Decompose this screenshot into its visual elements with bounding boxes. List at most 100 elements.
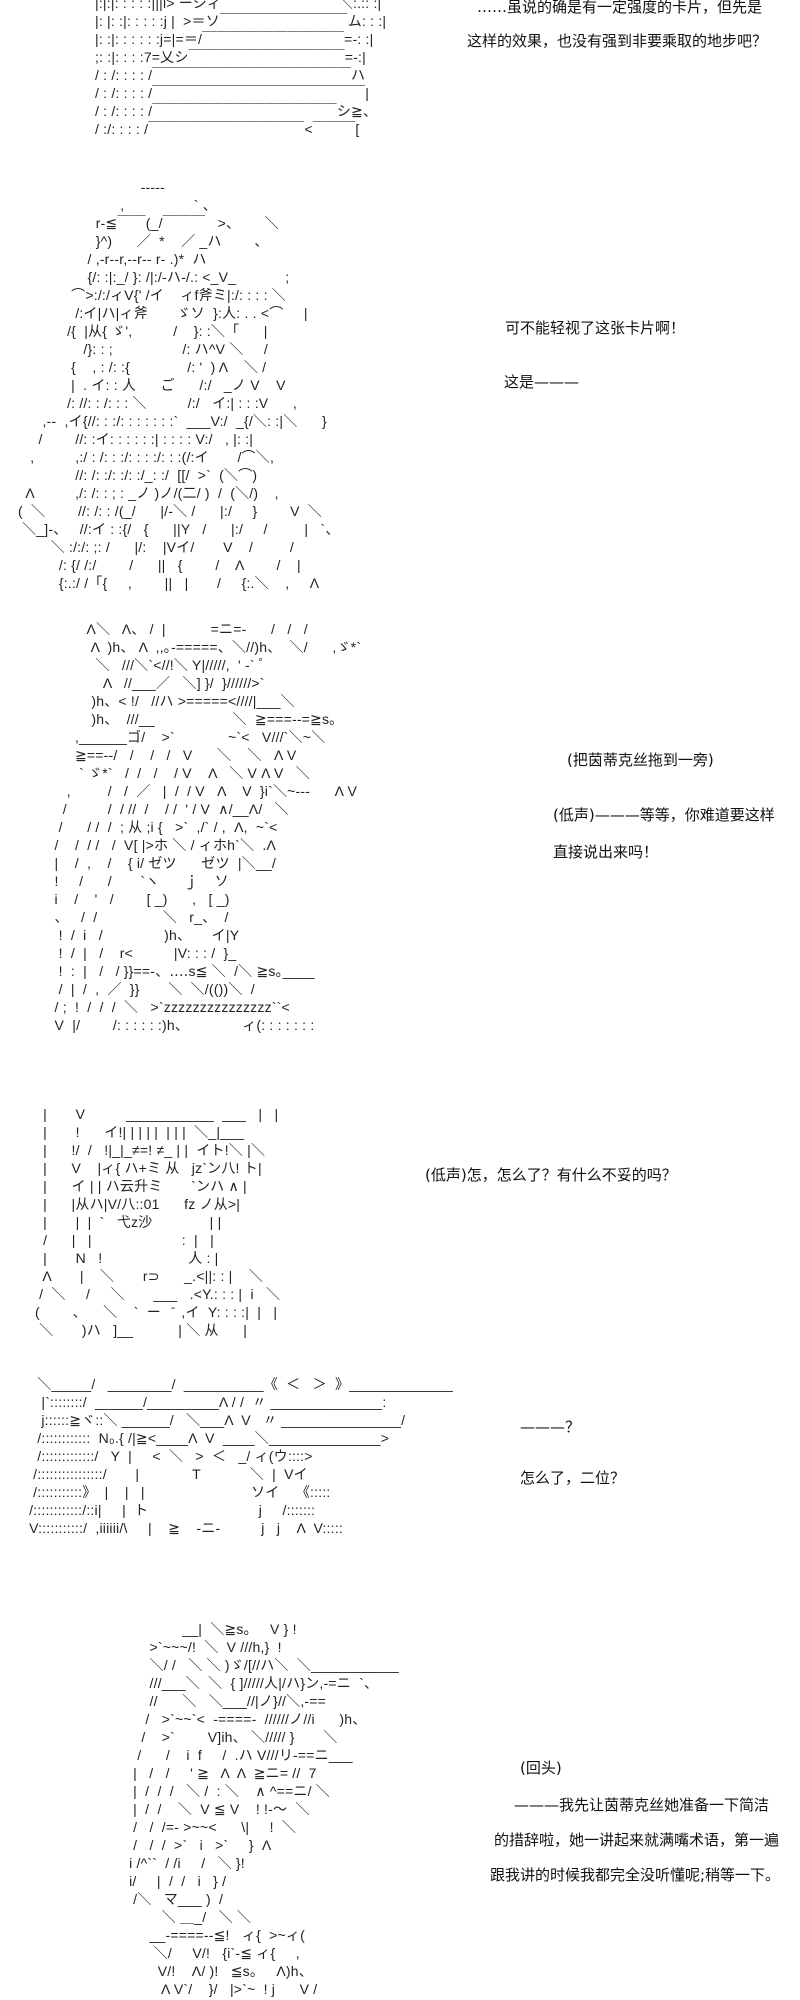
ascii-art-character-turn: __| ＼≧s。 V } ! >`~~~/! ＼ V ///h,} ! ＼/ /… <box>80 1620 399 1998</box>
art-line: i/ | / / i } / <box>80 1873 227 1889</box>
dialogue-line: (低声)怎，怎么了？有什么不妥的吗？ <box>425 1166 677 1184</box>
art-line: ＼_]-、 //:イ : :{/ { ||Y / |:/ / | `、 <box>18 521 340 537</box>
art-line: /:::::::::::》 | | | ソイ 《::::: <box>25 1484 331 1500</box>
art-line: / | / , ／ }} ＼ ＼/(())＼ / <box>30 981 255 997</box>
art-line: >`~~~/! ＼ V ///h,} ! <box>80 1639 282 1655</box>
art-line: / >`~~`< -====- //////ノ//i )h、 <box>80 1711 367 1727</box>
art-line: , ` 、 <box>18 197 218 213</box>
dialogue-line: 跟我讲的时候我都完全没听懂呢;稍等一下。 <box>490 1866 781 1884</box>
art-line: __| ＼≧s。 V } ! <box>80 1621 297 1637</box>
art-line: Λ ,/: /: : ; : _ノ )ノ/(二/ ) / (＼/) , <box>18 485 279 501</box>
art-line: / ,-r--r,--r-- r- .)* ハ <box>18 251 207 267</box>
art-line: V |/ /: : : : : :)h、 ィ(: : : : : : : <box>30 1017 315 1033</box>
art-line: / / / >` i >` } Λ <box>80 1837 272 1853</box>
stage-direction: (回头) <box>520 1759 562 1777</box>
art-line: | / / / ＼ / : ＼ ∧ ^==ニ/ ＼ <box>80 1783 331 1799</box>
art-line: {:.:/ /「{ , || | / {:.＼ , Λ <box>18 575 320 591</box>
art-line: Λ＼ Λ、 / | =ニ=- / / / <box>30 621 308 637</box>
art-line: //: /: :/: :/: :/_: :/ [[/ >` (＼⌒) <box>18 467 258 483</box>
art-line: __-====--≦! ィ{ >~ィ( <box>80 1927 305 1943</box>
art-line: /:::::::::::::/ Y | < ＼ > ＜ _/ ィ(ウ::::> <box>25 1448 313 1464</box>
art-line: ,______ゴ/ >` ~`< V///`＼~＼ <box>30 729 326 745</box>
art-line: / : /: : : : /￣￣￣￣￣￣￣￣￣￣￣￣￣シ≧、 <box>95 103 378 119</box>
art-line: / / / / / V[ |>ホ ＼ / ィホh`＼ .Λ <box>30 837 277 853</box>
art-line: | イ | | ハ云升ミ `ンハ ∧ | <box>35 1178 247 1194</box>
art-line: | !/ / !|_|_≠=! ≠_ | | イト!＼ |＼ <box>35 1142 266 1158</box>
art-line: /: //: : /: : : ＼ /:/ イ:| : : :V , <box>18 395 297 411</box>
art-line: / : /: : : : /￣￣￣￣￣￣￣￣￣￣￣￣￣￣ハ <box>95 67 366 83</box>
art-line: ! : | / / }}==-、‥‥s≦ ＼ /＼ ≧s｡____ <box>30 963 315 979</box>
ascii-art-character-dragging: Λ＼ Λ、 / | =ニ=- / / / Λ )h、 Λ ,,｡-=====、＼… <box>30 620 361 1034</box>
art-line: /{ |从{ ゞ', / }: :＼「 | <box>18 323 268 339</box>
art-line: / / /=- >~~< \| ! ＼ <box>80 1819 297 1835</box>
art-line: | |从ハ|V/八::01 fz ノ从>| <box>35 1196 241 1212</box>
art-line: }^) ／ * ／ _ハ 、 <box>18 233 269 249</box>
art-line: ＼/ V/! {i`-≦ ィ{ , <box>80 1945 300 1961</box>
art-line: / | | : | | <box>35 1232 214 1248</box>
dialogue-line: 这样的效果，也没有强到非要乘取的地步吧？ <box>467 32 768 50</box>
dialogue-line: (低声)———等等，你难道要这样 <box>553 806 775 824</box>
dialogue-line: 直接说出来吗！ <box>553 843 659 861</box>
dialogue-line: 这是——— <box>504 373 580 391</box>
art-line: | V ___________ ___ | | <box>35 1106 279 1122</box>
art-line: i /^`` / /i / ＼ }! <box>80 1855 245 1871</box>
art-line: ＼/ / ＼ ＼ )ゞ/[//ハ＼ ＼___________ <box>80 1657 399 1673</box>
art-line: /: {/ /:/ / || { / Λ / | <box>18 557 301 573</box>
art-line: ＼ :/:/: ;: / |/: |Vイ/ V / / <box>18 539 294 555</box>
art-line: ( ＼ //: /: : /(_/ |/-＼ / |:/ } V ＼ <box>18 503 323 519</box>
art-line: |:|:|: : : : :|||l> ーシィ￣￣￣￣￣￣￣￣ ＼:.:: :| <box>95 0 382 11</box>
art-line: ≧==--/ / / / V ＼ ＼ Λ V <box>30 747 297 763</box>
art-line: | . イ: : 人 ご /:/ _ノ V V <box>18 377 286 393</box>
dialogue-line: ———我先让茵蒂克丝她准备一下简洁 <box>514 1796 770 1814</box>
art-line: | / / ' ≧ Λ Λ ≧ニ= // 7 <box>80 1765 317 1781</box>
art-line: /::::::::::::::::/ | T ＼ | Vイ <box>25 1466 308 1482</box>
art-line: ＼ )ハ ]__ | ＼ 从 | <box>35 1322 248 1338</box>
art-line: / ; ! / / / ＼ >`zzzzzzzzzzzzzzz``< <box>30 999 290 1015</box>
art-line: |`::::::::/ ______/_________Λ / / 〃 ____… <box>25 1394 387 1410</box>
art-line: ` ゞ*` / / / / V Λ ＼ V Λ V ＼ <box>30 765 310 781</box>
art-line: /::::::::::::/::i| | ト j /::::::: <box>25 1502 316 1518</box>
art-line: |: |: :|: : : : :j | >＝ソ￣￣￣￣￣￣￣￣￣ム: : :| <box>95 13 387 29</box>
art-line: / / / // / / / ' / V ∧/__Λ/ ＼ <box>30 801 289 817</box>
art-line: i / ' / [ _) , [ _) <box>30 891 230 907</box>
art-line: ＼ ///＼`<//!＼ Y|/////, ' -` ﾟ <box>30 657 266 673</box>
art-line: ,-- ,イ{//: : :/: : : : : : :` ___V:/ _{/… <box>18 413 327 429</box>
art-line: /:イ|ハ|ィ斧 ゞソ }:人: . . <⌒ | <box>18 305 308 321</box>
ascii-art-stairs: |:|:|: : : : :|||l> ーシィ￣￣￣￣￣￣￣￣ ＼:.:: :|… <box>95 0 386 138</box>
art-line: / ＼ / ＼ ___ .<Y.: : : | i ＼ <box>35 1286 281 1302</box>
art-line: ! / | / r< |V: : : / }_ <box>30 945 237 961</box>
art-line: / : /: : : : /￣￣￣￣￣￣￣￣￣￣￣￣￣￣￣| <box>95 85 370 101</box>
art-line: // ＼ ＼___//|ノ}//＼,-== <box>80 1693 327 1709</box>
art-line: / / i f / .ハ V///リ-==ニ___ <box>80 1747 353 1763</box>
art-line: /}: : ; /: ハ^V ＼ / <box>18 341 268 357</box>
art-line: , / / ／ | / / V Λ V }i`＼~--- Λ V <box>30 783 358 799</box>
art-line: r-≦￣￣(_/￣￣￣ >、 ＼ <box>18 215 279 231</box>
art-line: / / / / ; 从 ;i { >` ,/` / , Λ, ~`< <box>30 819 278 835</box>
art-line: V:::::::::::/ ,iiiiii/\ | ≧ -ニ- j j Λ V:… <box>25 1520 343 1536</box>
art-line: ＼ ＿_/ ＼ ＼ <box>80 1909 252 1925</box>
art-line: |: :|: : : : : :j=|=＝/￣￣￣￣￣￣￣￣￣￣=-: :| <box>95 31 374 47</box>
ascii-art-character-card: ----- , ` 、 r-≦￣￣(_/￣￣￣ >、 ＼ }^) ／ * ／ _… <box>18 178 340 592</box>
art-line: 、 / / ＼ r_、 / <box>30 909 229 925</box>
art-line: {/: :|:_/ }: /|:/-ハ-/.: <_V_ ; <box>18 269 290 285</box>
art-line: / :/: : : : /￣￣￣￣￣￣￣￣￣￣￣<￣￣￣[ <box>95 121 360 137</box>
art-line: )h、 ///__ ＼ ≧===--=≧s｡ <box>30 711 337 727</box>
dialogue-line: 怎么了，二位？ <box>520 1469 626 1487</box>
art-line: , ,:/ : /: : :/: : : :/: : :(/:イ /⌒＼, <box>18 449 275 465</box>
art-line: V/! Λ/ )! ≦s。 Λ)h、 <box>80 1963 313 1979</box>
art-line: ///___＼ ＼ { ]/////人|/ハ}ン,-=ニ `、 <box>80 1675 379 1691</box>
art-line: | | | ` 弋z沙 | | <box>35 1214 222 1230</box>
art-line: | N ! 人 : | <box>35 1250 219 1266</box>
art-line: /＼ マ___ ) / <box>80 1891 224 1907</box>
art-line: | ! イ!| | | | | | | | ＼_|___ <box>35 1124 245 1140</box>
art-line: Λ | ＼ r⊃ _.<||: : | ＼ <box>35 1268 264 1284</box>
art-line: Λ //___／ ＼] }/ }//////>` <box>30 675 265 691</box>
art-line: ⌒>:/:/ィV{' /イ ィf斧ミ|:/: : : : ＼ <box>18 287 286 303</box>
art-line: j::::::≧ヾ::＼ ______/ ＼___Λ V 〃 _________… <box>25 1412 406 1428</box>
art-line: ----- <box>18 179 165 195</box>
stage-direction: (把茵蒂克丝拖到一旁) <box>567 751 714 769</box>
dialogue-line: 可不能轻视了这张卡片啊！ <box>505 319 686 337</box>
ascii-art-character-whisper: | V ___________ ___ | | | ! イ!| | | | | … <box>35 1105 280 1339</box>
art-line: | V |ィ{ ハ+ミ 从 jz`ン八! ト| <box>35 1160 262 1176</box>
art-line: /:::::::::::: N₀.{ /|≧<____Λ V ____＼____… <box>25 1430 390 1446</box>
